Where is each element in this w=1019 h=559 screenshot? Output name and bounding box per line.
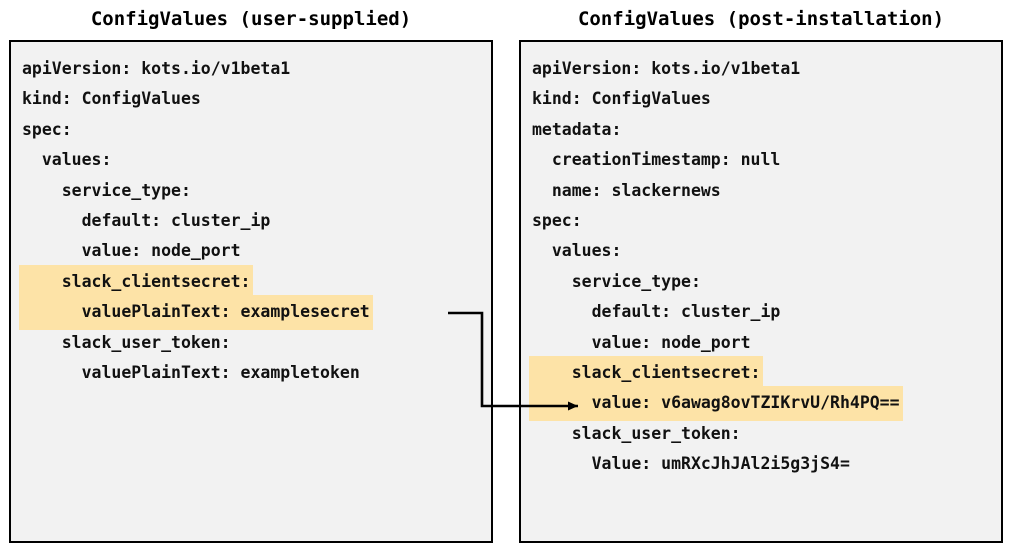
code-line: values: [521, 234, 1001, 264]
code-line-text: service_type: [532, 271, 701, 291]
code-line-text: slack_clientsecret: [529, 355, 764, 391]
code-line-text: name: slackernews [532, 180, 721, 200]
right-panel-title: ConfigValues (post-installation) [577, 8, 945, 30]
code-line-text: kind: ConfigValues [22, 89, 201, 109]
code-line: value: node_port [521, 326, 1001, 356]
code-line: valuePlainText: exampletoken [11, 356, 491, 386]
code-line: metadata: [521, 113, 1001, 143]
code-line-text: spec: [532, 210, 582, 230]
left-panel-title: ConfigValues (user-supplied) [90, 8, 412, 30]
config-values-post-installation-panel: apiVersion: kots.io/v1beta1 kind: ConfigV… [519, 40, 1003, 543]
code-line: apiVersion: kots.io/v1beta1 [521, 52, 1001, 82]
code-line-text: Value: umRXcJhJAl2i5g3jS4= [532, 454, 850, 474]
code-line-text: kind: ConfigValues [532, 89, 711, 109]
code-line-text: valuePlainText: examplesecret [19, 295, 373, 330]
code-line: creationTimestamp: null [521, 143, 1001, 173]
code-line-text: default: cluster_ip [22, 210, 271, 230]
code-line: slack_user_token: [11, 326, 491, 356]
code-line: value: v6awag8ovTZIKrvU/Rh4PQ== [521, 386, 1001, 421]
left-code-block: apiVersion: kots.io/v1beta1 kind: ConfigV… [11, 42, 491, 386]
code-line-text: default: cluster_ip [532, 302, 781, 322]
code-line: spec: [521, 204, 1001, 234]
code-line: service_type: [521, 265, 1001, 295]
code-line: default: cluster_ip [521, 295, 1001, 325]
code-line-text: apiVersion: kots.io/v1beta1 [532, 59, 801, 78]
code-line-text: values: [532, 241, 622, 261]
code-line: values: [11, 143, 491, 173]
code-line-text: apiVersion: kots.io/v1beta1 [22, 59, 291, 78]
code-line-text: creationTimestamp: null [532, 150, 781, 170]
code-line: slack_clientsecret: [521, 355, 1001, 391]
code-line-text: slack_clientsecret: [19, 264, 254, 300]
code-line-text: value: node_port [532, 332, 751, 352]
code-line: kind: ConfigValues [521, 82, 1001, 112]
code-line-text: service_type: [22, 180, 191, 200]
code-line: slack_clientsecret: [11, 264, 491, 300]
code-line-text: slack_user_token: [22, 332, 231, 352]
code-line: value: node_port [11, 234, 491, 264]
code-line: kind: ConfigValues [11, 82, 491, 112]
code-line: Value: umRXcJhJAl2i5g3jS4= [521, 447, 1001, 477]
code-line-text: spec: [22, 119, 72, 139]
code-line: default: cluster_ip [11, 204, 491, 234]
code-line-text: metadata: [532, 119, 622, 139]
code-line-text: value: v6awag8ovTZIKrvU/Rh4PQ== [529, 386, 903, 421]
code-line-text: values: [22, 150, 112, 170]
code-line: valuePlainText: examplesecret [11, 295, 491, 330]
right-code-block: apiVersion: kots.io/v1beta1 kind: ConfigV… [521, 42, 1001, 477]
code-line-text: value: node_port [22, 241, 241, 261]
code-line: service_type: [11, 174, 491, 204]
code-line: apiVersion: kots.io/v1beta1 [11, 52, 491, 82]
config-values-user-supplied-panel: apiVersion: kots.io/v1beta1 kind: ConfigV… [9, 40, 493, 543]
code-line-text: slack_user_token: [532, 423, 741, 443]
code-line: spec: [11, 113, 491, 143]
code-line: slack_user_token: [521, 417, 1001, 447]
code-line-text: valuePlainText: exampletoken [22, 362, 360, 382]
code-line: name: slackernews [521, 174, 1001, 204]
